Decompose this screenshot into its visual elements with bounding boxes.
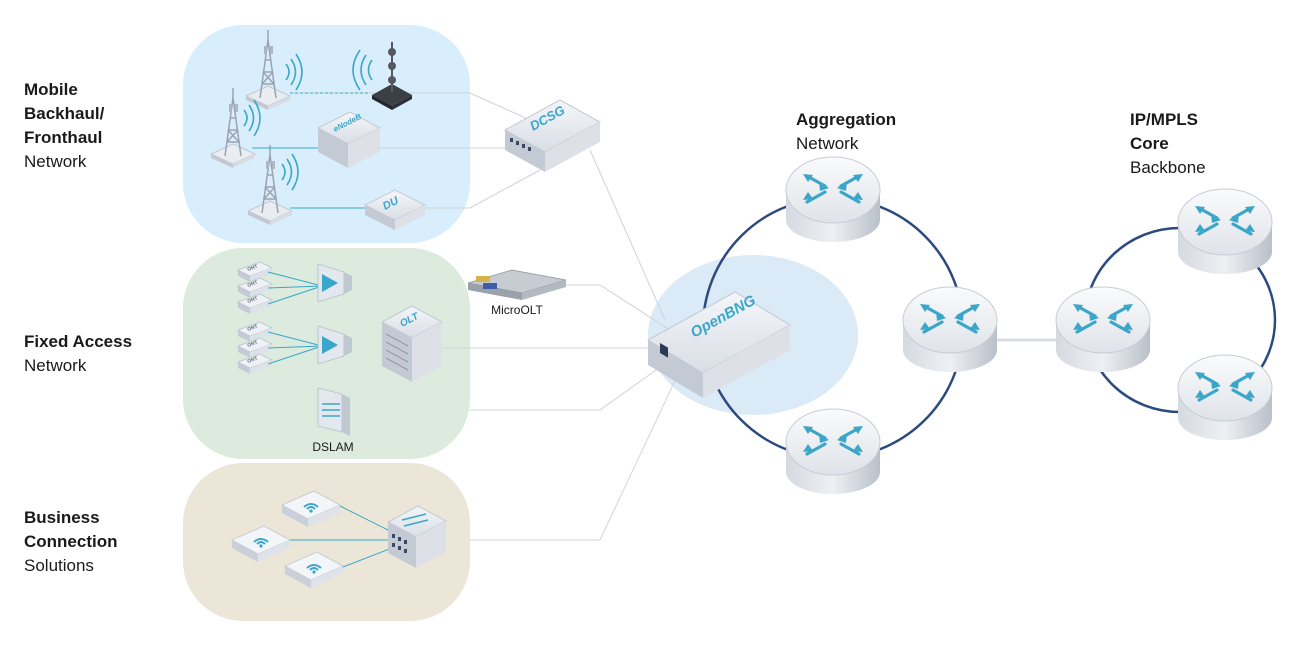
mobile-subtitle: Network <box>24 152 87 171</box>
ont-links <box>267 271 323 365</box>
mobile-title-3: Fronthaul <box>24 128 103 147</box>
business-subtitle: Solutions <box>24 556 94 575</box>
link-tower-dcsg-2 <box>469 92 531 121</box>
business-title-1: Business <box>24 508 100 527</box>
fixed-subtitle: Network <box>24 356 87 375</box>
mobile-links <box>252 92 370 209</box>
openbng-device: OpenBNG <box>646 291 792 398</box>
aggregation-network-label: Aggregation Network <box>796 108 896 156</box>
aggregation-router-bottom <box>784 407 882 496</box>
business-links <box>290 505 393 568</box>
aggregation-router-right <box>901 285 999 374</box>
business-network-label: Business Connection Solutions <box>24 506 118 578</box>
small-cell-dark <box>352 42 412 110</box>
mobile-network-label: Mobile Backhaul/ Fronthaul Network <box>24 78 104 174</box>
olt-device: OLT <box>380 305 444 382</box>
du-device: DU <box>363 189 427 230</box>
mobile-title-2: Backhaul/ <box>24 104 105 123</box>
core-network-label: IP/MPLS Core Backbone <box>1130 108 1206 180</box>
core-subtitle: Backbone <box>1130 158 1206 177</box>
link-dcsg-openbng <box>589 149 666 321</box>
business-title-2: Connection <box>24 532 118 551</box>
microolt-device: MicroOLT <box>467 269 567 317</box>
core-router-left <box>1054 285 1152 374</box>
business-network-region <box>183 463 470 621</box>
link-business-openbng-2 <box>599 369 681 541</box>
core-router-bottom <box>1176 353 1274 442</box>
dcsg-device: DCSG <box>503 99 602 172</box>
core-title-2: Core <box>1130 134 1169 153</box>
fixed-network-label: Fixed Access Network <box>24 330 132 378</box>
fixed-title: Fixed Access <box>24 332 133 351</box>
dslam-label: DSLAM <box>312 440 353 454</box>
aggregation-subtitle: Network <box>796 134 859 153</box>
business-switch <box>386 505 448 568</box>
link-microolt-openbng-2 <box>599 284 671 331</box>
dslam-device: DSLAM <box>312 387 354 454</box>
link-du-dcsg-2 <box>469 169 541 209</box>
aggregation-router-top <box>784 155 882 244</box>
core-router-top <box>1176 187 1274 276</box>
enodeb-device: eNodeB <box>316 111 382 168</box>
microolt-label: MicroOLT <box>491 303 543 317</box>
aggregation-title: Aggregation <box>796 110 897 129</box>
core-title-1: IP/MPLS <box>1130 110 1199 129</box>
mobile-title-1: Mobile <box>24 80 78 99</box>
